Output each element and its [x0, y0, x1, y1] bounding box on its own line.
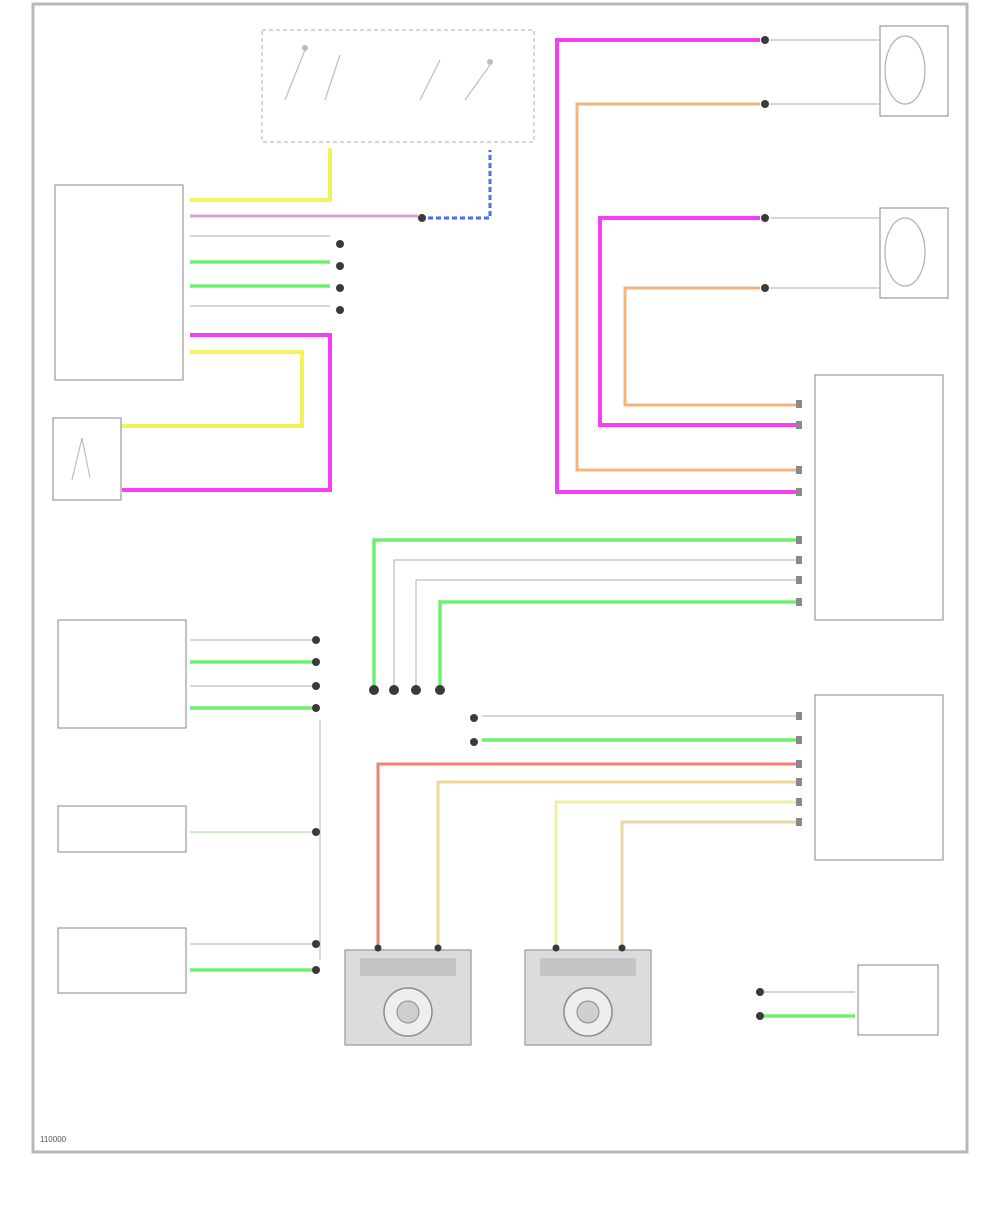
right-module-large — [814, 374, 944, 621]
wire-red-motor — [376, 762, 800, 945]
connector-dot — [418, 214, 426, 222]
connector-dot — [389, 685, 399, 695]
connector-dot — [336, 240, 344, 248]
connector-dot — [761, 214, 769, 222]
module-pin — [796, 576, 802, 584]
right-module-middle — [814, 694, 944, 861]
motor-right-shaft — [576, 1000, 600, 1024]
module-box-4 — [57, 927, 187, 994]
right-component-2-coil — [884, 217, 926, 287]
connector-dot — [312, 704, 320, 712]
connector-dot — [312, 966, 320, 974]
module-pin — [796, 798, 802, 806]
connector-dot — [312, 828, 320, 836]
wire-yellow-occupant — [122, 350, 304, 428]
connector-dot — [411, 685, 421, 695]
module-box-2 — [57, 619, 187, 729]
module-pin — [796, 488, 802, 496]
wire-pink-occupant — [122, 333, 332, 492]
motor-right-cap — [540, 958, 636, 976]
connector-dot — [369, 685, 379, 695]
connector-dot — [761, 284, 769, 292]
right-module-small — [857, 964, 939, 1036]
module-pins — [796, 400, 802, 826]
wire-gray-bus-2 — [415, 579, 800, 688]
module-pin — [796, 556, 802, 564]
connector-dot — [470, 738, 478, 746]
connector-dot — [312, 682, 320, 690]
switch-assembly-box — [261, 29, 535, 143]
wire-orange-outer — [575, 102, 800, 472]
switch-pivot-1 — [302, 45, 308, 51]
occupant-sensor-box — [52, 417, 122, 501]
switch-contact-1 — [284, 49, 491, 101]
motor-left-shaft — [396, 1000, 420, 1024]
module-pin — [796, 598, 802, 606]
wire-green-bus-1 — [372, 538, 800, 688]
wire-tan-motor-2 — [554, 800, 800, 945]
module-box-3 — [57, 805, 187, 853]
connector-dot — [312, 658, 320, 666]
connector-dot — [312, 636, 320, 644]
connector-dot — [618, 944, 626, 952]
left-module-box — [54, 184, 184, 381]
occupant-sensor-element — [71, 437, 91, 481]
module-pin — [796, 736, 802, 744]
wire-tan-motor-1 — [436, 780, 800, 945]
connector-dot — [435, 685, 445, 695]
module-pin — [796, 760, 802, 768]
wire-pink-outer — [555, 38, 800, 494]
connector-dot — [336, 262, 344, 270]
connector-dot — [312, 940, 320, 948]
connector-dot — [434, 944, 442, 952]
module-pin — [796, 712, 802, 720]
wire-yellow-top — [190, 148, 332, 202]
motor-left-cap — [360, 958, 456, 976]
connector-dot — [336, 306, 344, 314]
wire-orange-inner — [623, 286, 800, 407]
right-component-1-coil — [884, 35, 926, 105]
diagram-frame — [31, 2, 969, 1154]
wire-gray-bus-1 — [393, 559, 800, 688]
wire-tan-motor-3 — [620, 820, 800, 945]
motor-left — [344, 949, 472, 1046]
module-pin — [796, 536, 802, 544]
wire-green-bus-2 — [438, 600, 800, 688]
connector-dot — [374, 944, 382, 952]
module-pin — [796, 421, 802, 429]
module-pin — [796, 778, 802, 786]
wire-blue — [428, 150, 492, 220]
connector-dot — [336, 284, 344, 292]
connector-dot — [761, 100, 769, 108]
switch-pivot-2 — [487, 59, 493, 65]
module-pin — [796, 818, 802, 826]
connector-dot — [470, 714, 478, 722]
connector-dot — [756, 988, 764, 996]
connector-dots — [312, 36, 769, 1020]
connector-dot — [761, 36, 769, 44]
motor-right — [524, 949, 652, 1046]
wire-pink-inner — [598, 216, 800, 427]
connector-dot — [552, 944, 560, 952]
module-pin — [796, 400, 802, 408]
connector-dot — [756, 1012, 764, 1020]
page-number: 110000 — [40, 1135, 67, 1144]
module-pin — [796, 466, 802, 474]
